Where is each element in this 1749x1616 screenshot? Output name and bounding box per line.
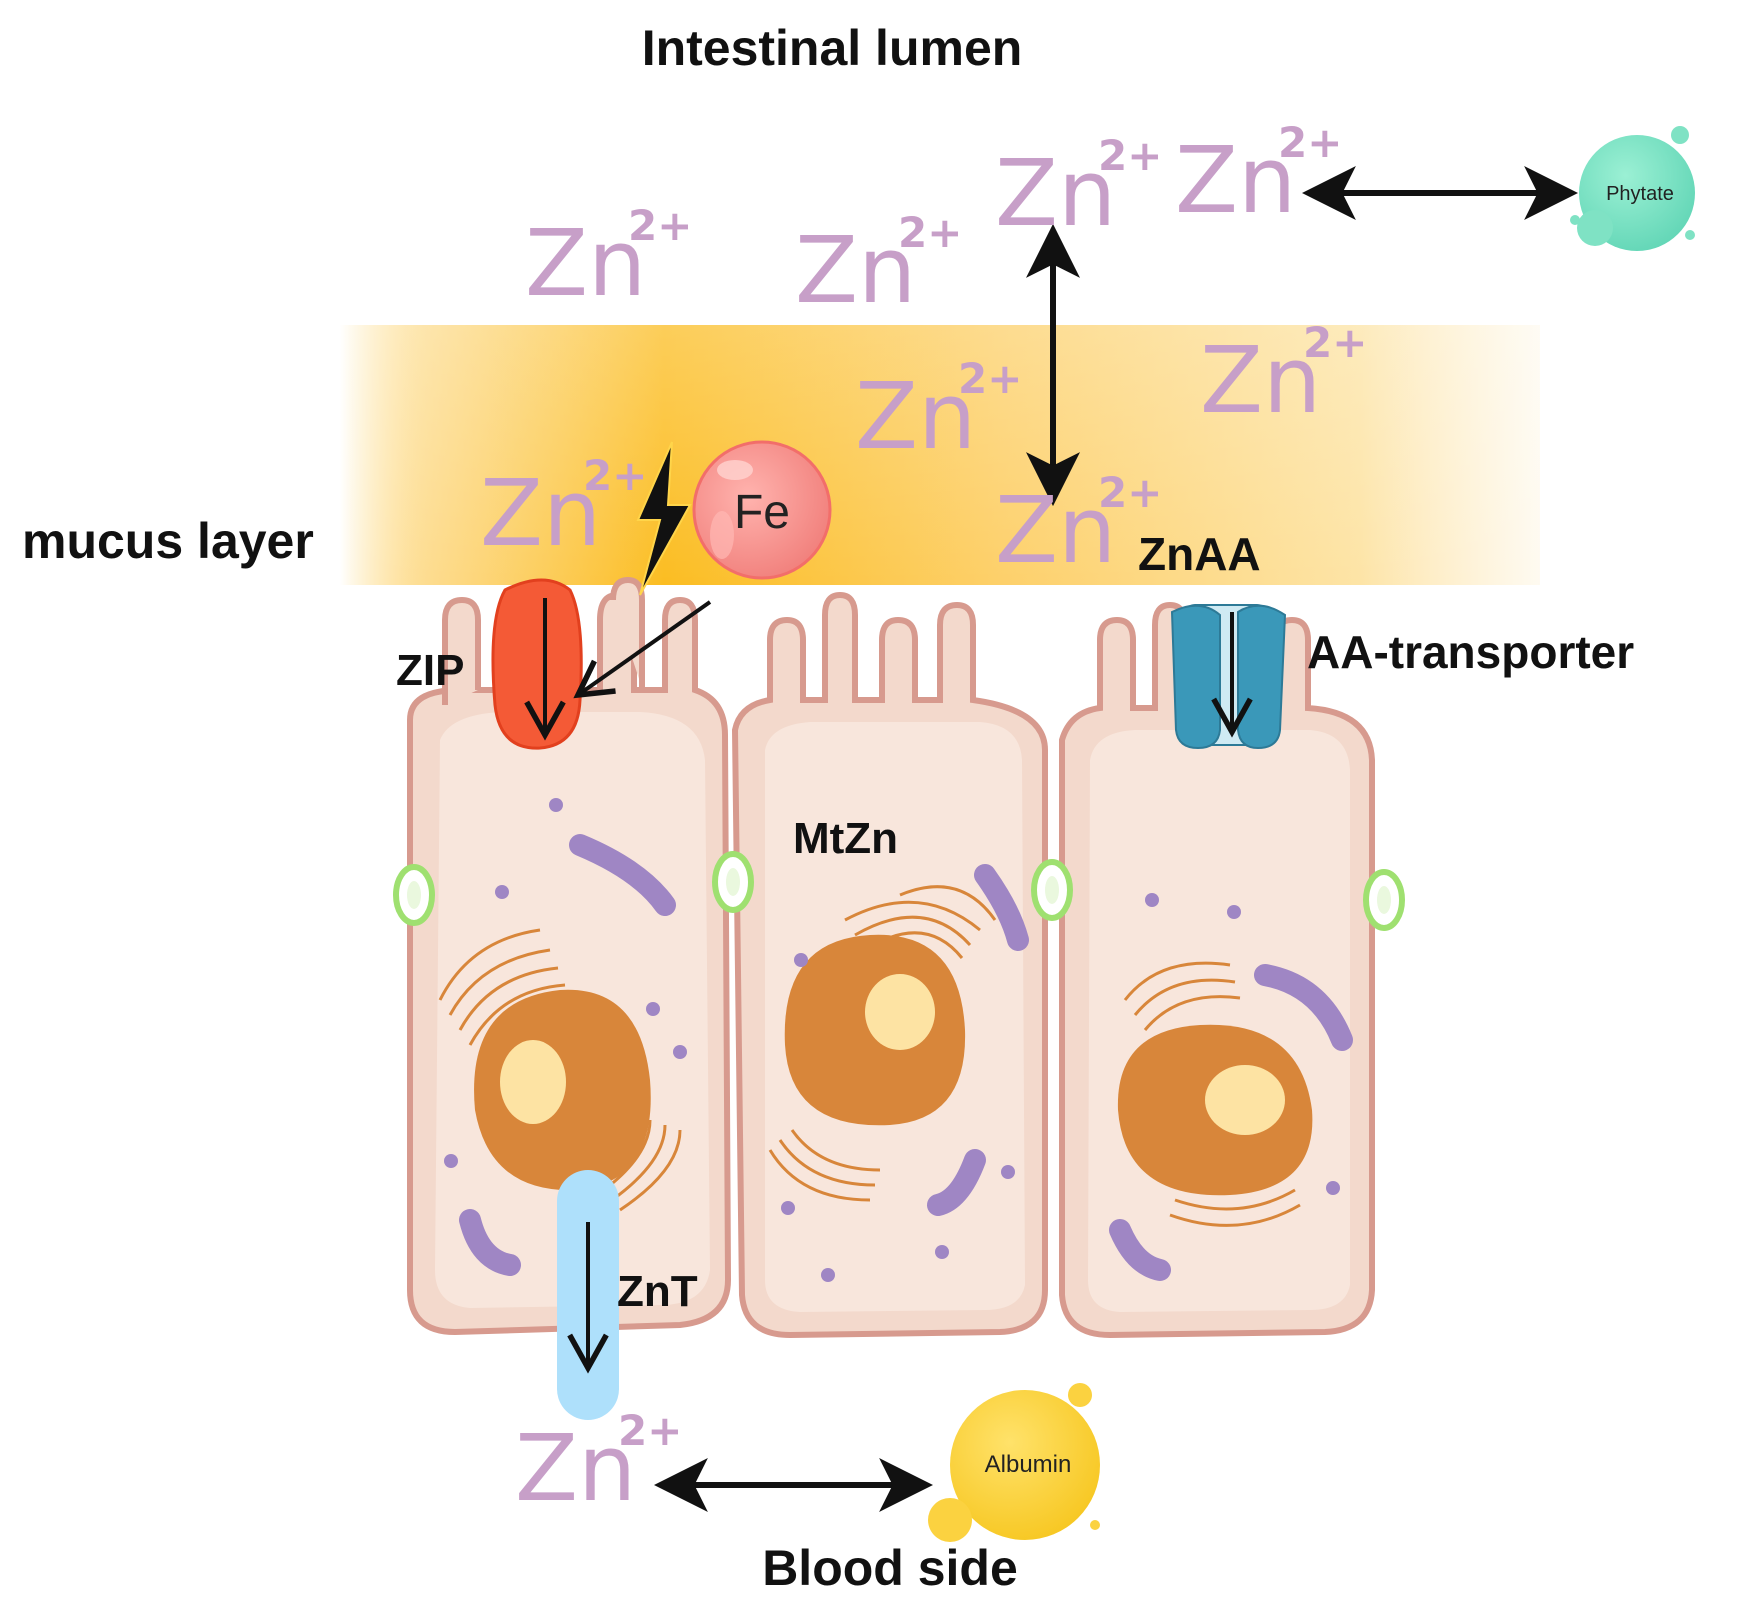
aa-transporter-label: AA-transporter — [1307, 626, 1634, 678]
albumin-molecule: Albumin — [928, 1383, 1100, 1542]
zinc-ion: Zn2+ — [995, 131, 1162, 247]
enterocyte-3 — [1059, 601, 1375, 1339]
svg-text:Zn: Zn — [515, 1415, 636, 1522]
svg-text:2+: 2+ — [1303, 318, 1367, 367]
zinc-ion: Zn2+ — [995, 468, 1162, 584]
enterocyte-2 — [731, 591, 1048, 1339]
znt-transporter — [557, 1170, 619, 1420]
tight-junctions — [393, 851, 1405, 931]
zinc-ion: Zn2+ — [515, 1406, 682, 1522]
svg-text:Zn: Zn — [995, 477, 1116, 584]
zinc-ion: Zn2+ — [1175, 118, 1342, 234]
phytate-label: Phytate — [1606, 183, 1674, 205]
znt-label: ZnT — [617, 1267, 698, 1316]
intestinal-lumen-label: Intestinal lumen — [642, 20, 1023, 76]
zinc-ion: Zn2+ — [1200, 318, 1367, 434]
svg-text:Zn: Zn — [1200, 327, 1321, 434]
mucus-band-shade — [340, 325, 1540, 585]
mtzn-label: MtZn — [793, 814, 898, 863]
fe-molecule: Fe — [692, 440, 832, 580]
zinc-ion: Zn2+ — [855, 354, 1022, 470]
svg-text:Zn: Zn — [480, 460, 601, 567]
fe-label: Fe — [734, 486, 790, 539]
svg-text:2+: 2+ — [628, 201, 692, 250]
svg-text:2+: 2+ — [1098, 131, 1162, 180]
svg-text:2+: 2+ — [618, 1406, 682, 1455]
phytate-molecule: Phytate — [1570, 126, 1695, 251]
svg-text:Zn: Zn — [525, 210, 646, 317]
zinc-ion: Zn2+ — [480, 451, 647, 567]
blood-side-label: Blood side — [762, 1540, 1018, 1596]
svg-text:2+: 2+ — [898, 208, 962, 257]
svg-text:Zn: Zn — [995, 140, 1116, 247]
mucus-layer-label: mucus layer — [22, 513, 314, 569]
svg-text:Zn: Zn — [855, 363, 976, 470]
enterocyte-1 — [407, 576, 732, 1336]
svg-text:Zn: Zn — [1175, 127, 1296, 234]
svg-text:2+: 2+ — [1278, 118, 1342, 167]
aa-transporter — [1170, 604, 1287, 750]
fe-inhibition-arrow — [573, 600, 712, 699]
lightning-icon — [636, 441, 692, 596]
svg-text:Zn: Zn — [795, 217, 916, 324]
zinc-ion: Zn2+ — [525, 201, 692, 317]
zinc-ion: Zn2+ — [795, 208, 962, 324]
znaa-label: ZnAA — [1138, 528, 1261, 580]
svg-text:2+: 2+ — [583, 451, 647, 500]
svg-text:2+: 2+ — [958, 354, 1022, 403]
svg-text:2+: 2+ — [1098, 468, 1162, 517]
zip-label: ZIP — [396, 646, 464, 695]
zip-transporter — [491, 578, 583, 750]
albumin-label: Albumin — [985, 1451, 1072, 1478]
